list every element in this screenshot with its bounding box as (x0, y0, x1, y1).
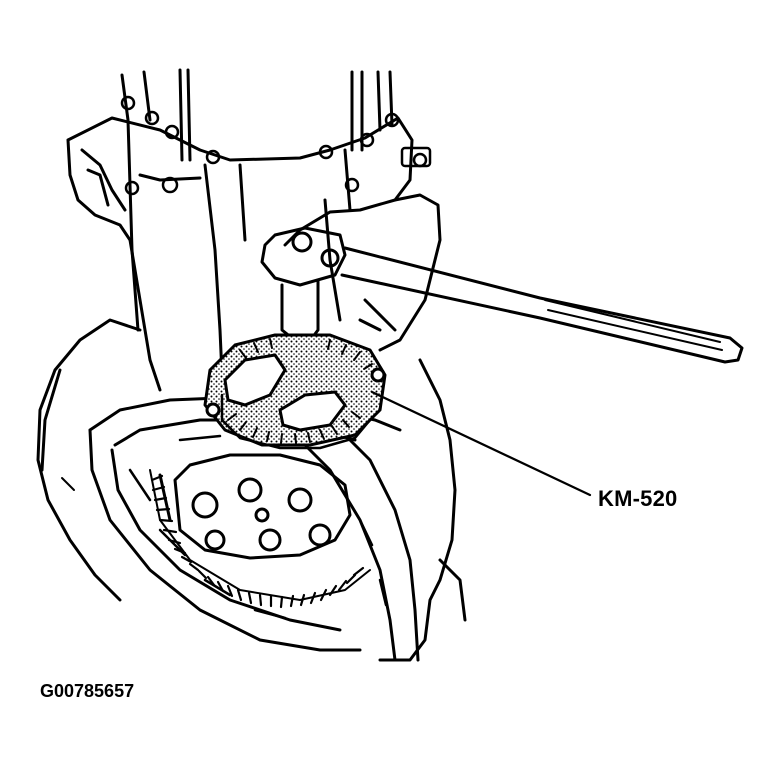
callout-label: KM-520 (598, 486, 678, 511)
ring-gear (149, 469, 371, 609)
case-upright-left (120, 68, 192, 332)
figure-id: G00785657 (40, 681, 135, 701)
torque-wrench (260, 226, 744, 364)
lower-casing (36, 318, 142, 602)
cover-plate-slots (128, 434, 388, 620)
diff-carrier (173, 453, 352, 560)
housing-bolts (120, 95, 432, 196)
upper-housing (66, 116, 414, 392)
callout-leader (370, 390, 592, 497)
km-520-tool (203, 333, 387, 450)
